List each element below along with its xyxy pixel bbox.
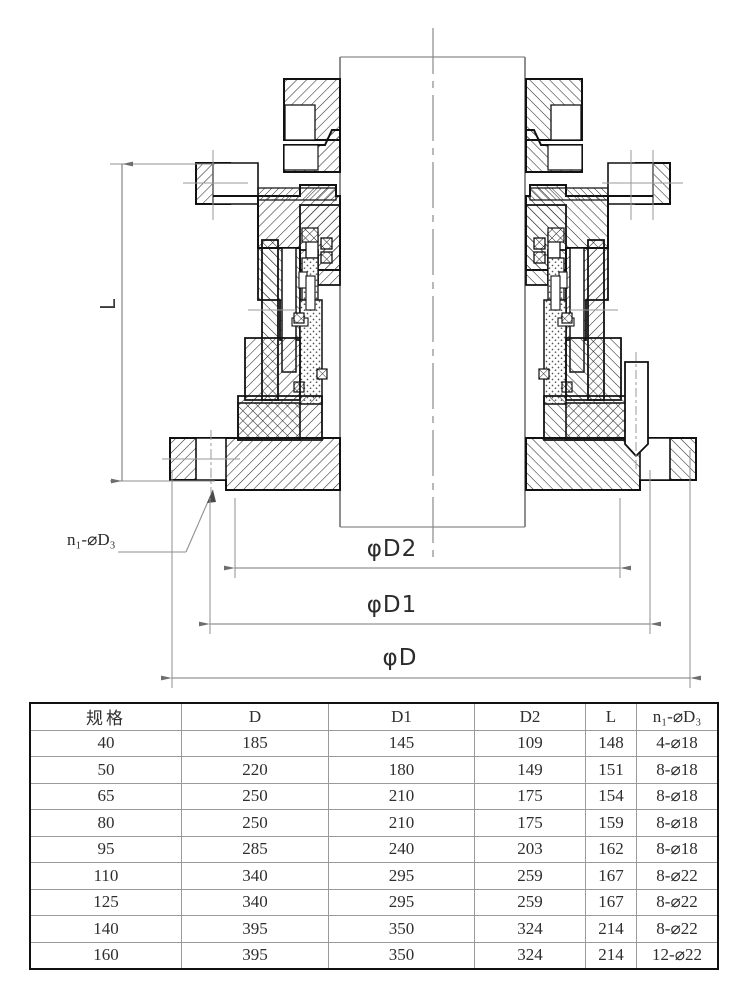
cell-d1: 350 <box>328 915 475 943</box>
column-header-n1d3: n₁-⌀D₃ <box>636 702 719 731</box>
cell-d2: 109 <box>474 729 586 757</box>
dimension-phiD <box>161 450 701 688</box>
cell-d2: 149 <box>474 756 586 784</box>
centerline <box>412 28 455 560</box>
drilled-hole-detail <box>624 352 649 470</box>
cell-spec: 50 <box>29 756 182 784</box>
cell-d1: 210 <box>328 782 475 810</box>
cell-spec: 40 <box>29 729 182 757</box>
cell-l: 162 <box>585 835 637 863</box>
cell-spec: 95 <box>29 835 182 863</box>
cell-d: 340 <box>181 888 329 916</box>
dimension-L <box>110 161 215 484</box>
cell-d2: 175 <box>474 809 586 837</box>
cell-spec: 65 <box>29 782 182 810</box>
cell-spec: 140 <box>29 915 182 943</box>
cell-d1: 240 <box>328 835 475 863</box>
column-header-d: D <box>181 702 329 731</box>
column-header-d1: D1 <box>328 702 475 731</box>
cell-d1: 295 <box>328 862 475 890</box>
cell-d: 220 <box>181 756 329 784</box>
dimension-phiD2 <box>224 498 631 578</box>
dimension-label-phiD2: φD2 <box>366 536 418 562</box>
cell-l: 151 <box>585 756 637 784</box>
cell-spec: 160 <box>29 941 182 970</box>
column-header-l: L <box>585 702 637 731</box>
column-header-spec: 规格 <box>29 702 182 731</box>
cell-d2: 324 <box>474 941 586 970</box>
leader-n1-d3 <box>118 489 216 553</box>
cell-n1d3: 12-⌀22 <box>636 941 719 970</box>
technical-drawing: φD2 φD1 φD L n₁-⌀D₃ <box>67 28 701 688</box>
seal-assembly-right <box>525 78 697 491</box>
cell-n1d3: 8-⌀22 <box>636 915 719 943</box>
dimension-label-phiD1: φD1 <box>366 592 418 618</box>
cell-d: 395 <box>181 915 329 943</box>
cell-d: 250 <box>181 782 329 810</box>
cell-d: 285 <box>181 835 329 863</box>
cell-l: 167 <box>585 862 637 890</box>
cell-d1: 145 <box>328 729 475 757</box>
cell-n1d3: 8-⌀18 <box>636 756 719 784</box>
cell-d: 185 <box>181 729 329 757</box>
cell-n1d3: 8-⌀18 <box>636 809 719 837</box>
cell-l: 214 <box>585 915 637 943</box>
cell-d: 340 <box>181 862 329 890</box>
cell-n1d3: 8-⌀22 <box>636 888 719 916</box>
cell-d1: 180 <box>328 756 475 784</box>
table-header-row: 规格 D D1 D2 L n₁-⌀D₃ <box>29 702 719 731</box>
cell-d: 250 <box>181 809 329 837</box>
seal-assembly-left <box>162 78 341 500</box>
leader-label-n1-d3: n₁-⌀D₃ <box>67 530 116 549</box>
cell-l: 154 <box>585 782 637 810</box>
column-header-d2: D2 <box>474 702 586 731</box>
dimension-phiD1 <box>199 470 661 634</box>
dimension-label-phiD: φD <box>382 645 418 671</box>
cross-section-svg <box>110 28 701 688</box>
cell-d2: 259 <box>474 862 586 890</box>
cell-spec: 110 <box>29 862 182 890</box>
cell-spec: 125 <box>29 888 182 916</box>
dimension-label-L: L <box>96 298 120 310</box>
cell-n1d3: 8-⌀22 <box>636 862 719 890</box>
cell-d: 395 <box>181 941 329 970</box>
cell-spec: 80 <box>29 809 182 837</box>
cell-l: 159 <box>585 809 637 837</box>
cell-l: 148 <box>585 729 637 757</box>
cell-n1d3: 8-⌀18 <box>636 835 719 863</box>
cell-d2: 324 <box>474 915 586 943</box>
cell-d2: 203 <box>474 835 586 863</box>
cell-n1d3: 4-⌀18 <box>636 729 719 757</box>
cell-d1: 295 <box>328 888 475 916</box>
cell-n1d3: 8-⌀18 <box>636 782 719 810</box>
cell-d1: 350 <box>328 941 475 970</box>
cell-d1: 210 <box>328 809 475 837</box>
cell-d2: 259 <box>474 888 586 916</box>
cell-l: 214 <box>585 941 637 970</box>
cell-d2: 175 <box>474 782 586 810</box>
cell-l: 167 <box>585 888 637 916</box>
